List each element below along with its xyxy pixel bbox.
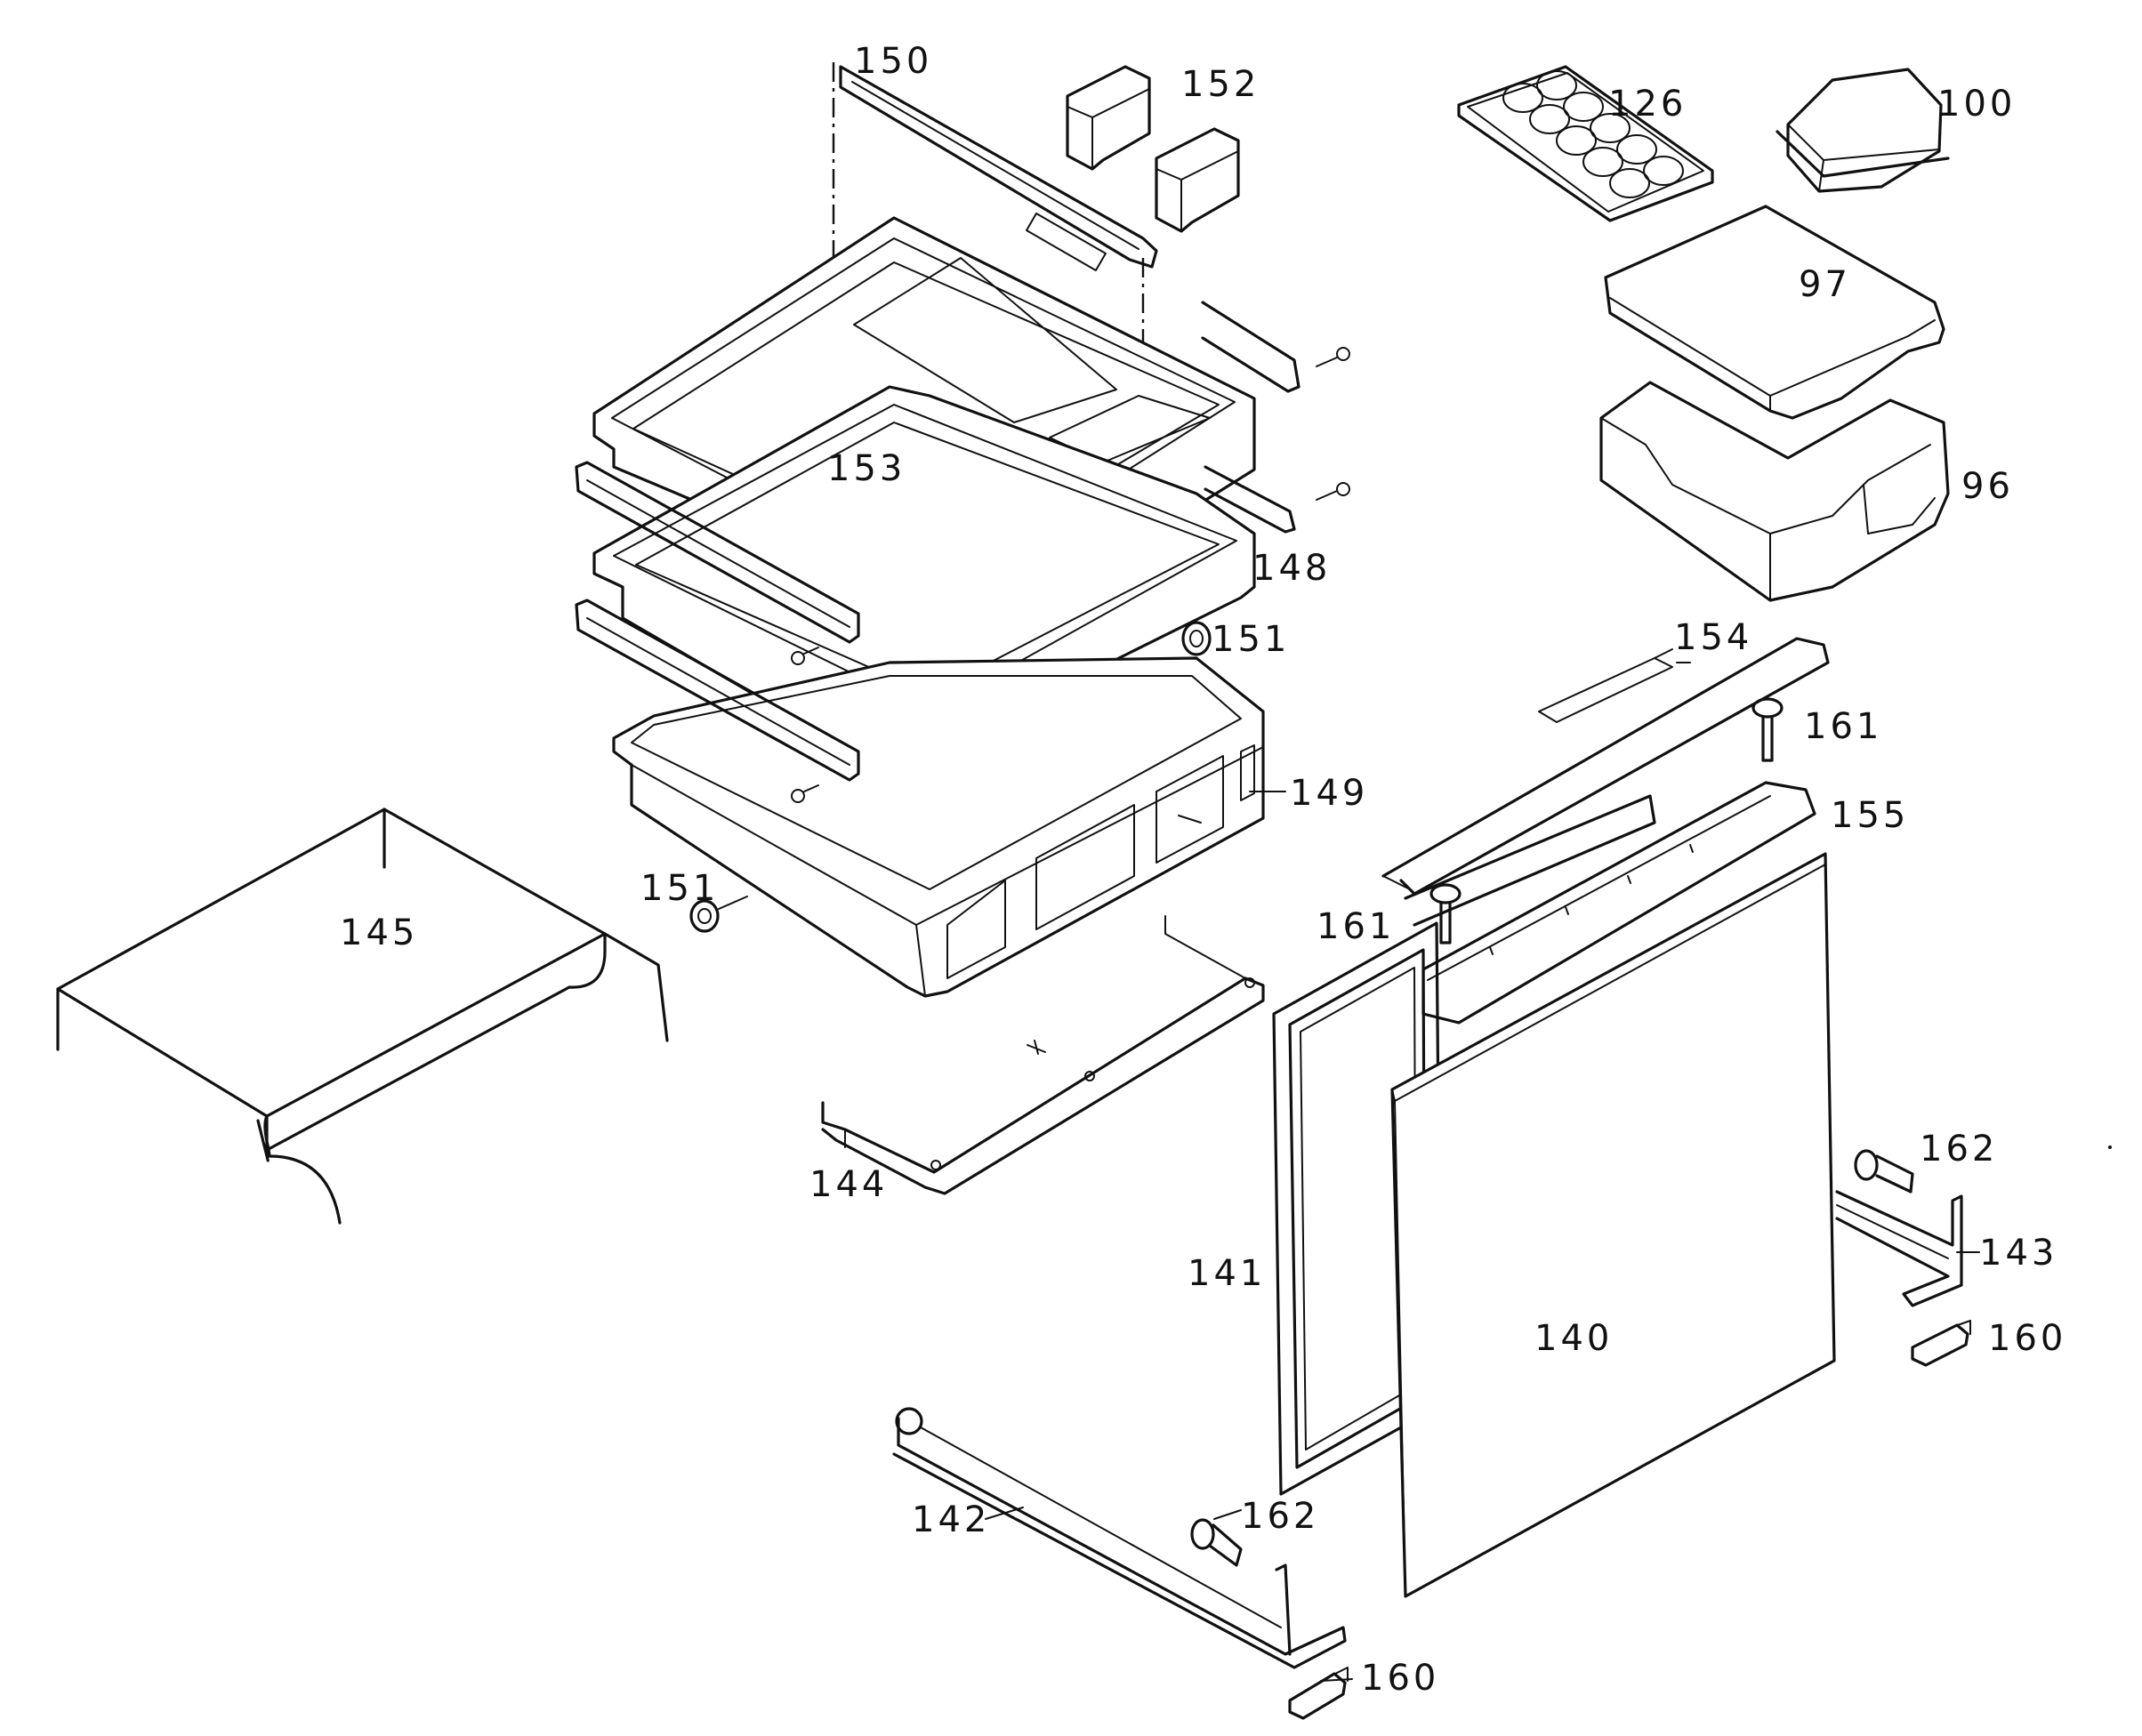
callout-151-top: 151 <box>1212 619 1290 660</box>
callout-96: 96 <box>1961 466 2014 507</box>
part-96-container <box>1599 381 1950 602</box>
callout-143: 143 <box>1979 1233 2057 1274</box>
callout-149: 149 <box>1290 773 1368 814</box>
callout-100: 100 <box>1937 84 2016 125</box>
tray-screws <box>1316 347 1350 501</box>
part-162-screws <box>1190 1149 1914 1567</box>
callout-160-right: 160 <box>1988 1318 2066 1359</box>
leader-lines <box>985 662 1980 1682</box>
callout-144: 144 <box>809 1164 888 1205</box>
part-151-knobs <box>689 621 1212 933</box>
part-143-bracket <box>1835 1190 1963 1307</box>
part-161-bolts <box>1429 697 1784 944</box>
part-154-strip <box>1381 637 1830 896</box>
callout-126: 126 <box>1608 84 1687 125</box>
callout-162-right: 162 <box>1920 1129 1998 1169</box>
callout-97: 97 <box>1799 264 1851 305</box>
callout-152: 152 <box>1181 64 1260 105</box>
part-140-door-panel <box>1390 852 1836 1598</box>
callout-153: 153 <box>827 448 906 489</box>
part-149-drawer <box>575 599 1265 998</box>
part-145-shelf <box>56 808 669 1225</box>
callout-151-left: 151 <box>640 868 719 909</box>
part-97-lid <box>1604 205 1945 420</box>
callout-161-left: 161 <box>1317 906 1395 947</box>
part-152-clips <box>1066 65 1240 233</box>
callout-161-right: 161 <box>1804 706 1882 747</box>
callout-155: 155 <box>1831 795 1909 836</box>
part-160-hinge-pins <box>1288 1320 1971 1720</box>
callout-148: 148 <box>1252 548 1331 589</box>
callout-150: 150 <box>854 41 932 82</box>
callout-154: 154 <box>1674 617 1752 658</box>
callout-145: 145 <box>340 912 418 953</box>
callout-160-left: 160 <box>1361 1658 1439 1699</box>
part-100-butter-dish <box>1776 68 1950 193</box>
part-126-egg-tray <box>1457 65 1714 222</box>
callout-142: 142 <box>912 1499 990 1540</box>
part-144-bracket <box>821 915 1265 1195</box>
part-142-bracket <box>892 1407 1347 1669</box>
callout-162-left: 162 <box>1241 1496 1319 1537</box>
speck-dot <box>2108 1145 2112 1149</box>
callout-labels: 150 152 126 100 97 96 153 148 151 149 15… <box>340 41 2066 1699</box>
callout-141: 141 <box>1188 1253 1266 1294</box>
callout-140: 140 <box>1534 1318 1613 1359</box>
